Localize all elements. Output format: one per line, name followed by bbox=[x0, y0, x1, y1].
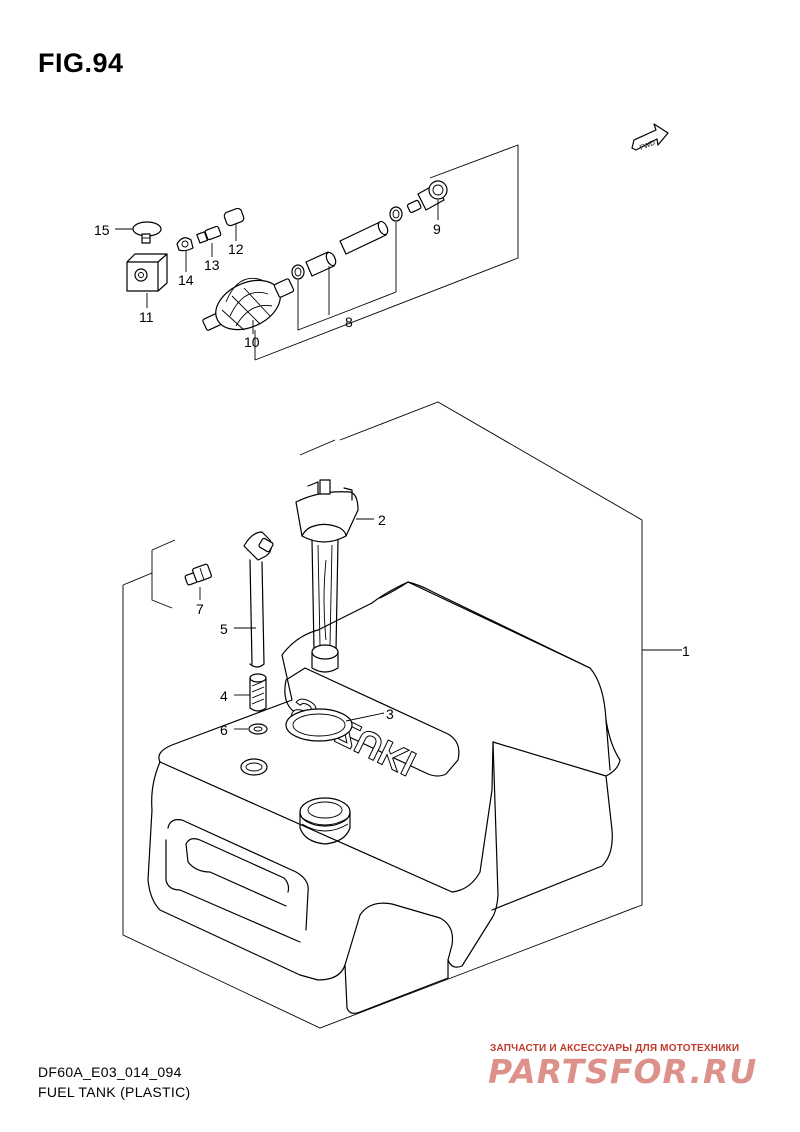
callout-3: 3 bbox=[386, 706, 394, 722]
callout-10: 10 bbox=[244, 334, 260, 350]
part-7-fitting bbox=[184, 563, 212, 586]
part-11-bracket bbox=[126, 253, 168, 292]
hose-assembly-frame bbox=[254, 144, 519, 361]
part-12-cap bbox=[223, 207, 245, 227]
callout-13: 13 bbox=[204, 257, 220, 273]
callout-14: 14 bbox=[178, 272, 194, 288]
callout-8: 8 bbox=[345, 314, 353, 330]
watermark-tagline: ЗАПЧАСТИ И АКСЕССУАРЫ ДЛЯ МОТОТЕХНИКИ bbox=[490, 1043, 740, 1054]
part-5-suction-pipe bbox=[243, 531, 274, 668]
callout-5: 5 bbox=[220, 621, 228, 637]
callout-15: 15 bbox=[94, 222, 110, 238]
part-1-fuel-tank: SUZUKI bbox=[147, 581, 621, 1014]
callout-1: 1 bbox=[682, 643, 690, 659]
part-3-gasket bbox=[285, 708, 353, 742]
part-9-connector bbox=[406, 180, 448, 214]
figure-caption: FUEL TANK (PLASTIC) bbox=[38, 1084, 191, 1100]
callout-12: 12 bbox=[228, 241, 244, 257]
part-13-connector bbox=[196, 225, 222, 244]
part-6-washer bbox=[248, 723, 268, 735]
callout-4: 4 bbox=[220, 688, 228, 704]
callout-7: 7 bbox=[196, 601, 204, 617]
part-10-primer-bulb bbox=[202, 277, 295, 331]
callout-2: 2 bbox=[378, 512, 386, 528]
lower-leader-lines bbox=[199, 518, 682, 730]
callout-6: 6 bbox=[220, 722, 228, 738]
part-8-hose-set bbox=[291, 206, 403, 280]
part-4-filter bbox=[249, 673, 267, 712]
fwd-arrow-icon: FWD bbox=[631, 123, 669, 152]
watermark-logo: PARTSFOR.RU bbox=[488, 1052, 758, 1091]
callout-11: 11 bbox=[139, 309, 154, 325]
figure-title: FIG.94 bbox=[38, 48, 124, 78]
tank-assembly-frame bbox=[122, 401, 643, 1029]
figure-code: DF60A_E03_014_094 bbox=[38, 1064, 182, 1080]
callout-9: 9 bbox=[433, 221, 441, 237]
part-15-clip bbox=[132, 221, 162, 244]
upper-leader-lines bbox=[115, 200, 439, 334]
part-2-fuel-gauge bbox=[295, 479, 359, 673]
part-14-clip bbox=[176, 237, 194, 252]
